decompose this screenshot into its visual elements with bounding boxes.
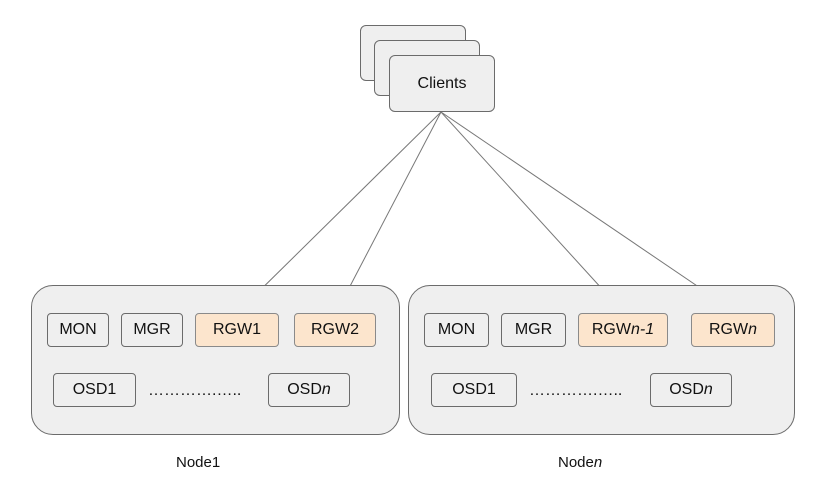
noden-label: Noden xyxy=(558,454,603,471)
noden-osdn-label: OSDn xyxy=(669,381,713,398)
node1-rgw1-label: RGW1 xyxy=(213,321,261,338)
noden-osd1-label: OSD1 xyxy=(452,381,496,398)
clients-box: Clients xyxy=(389,55,495,112)
noden-mon-label: MON xyxy=(437,321,476,338)
connector-clients-rgw-n xyxy=(440,111,738,314)
node1-osd1-label: OSD1 xyxy=(72,381,117,398)
noden-osdn: OSDn xyxy=(650,373,732,407)
noden-mgr-label: MGR xyxy=(514,321,553,338)
noden-container xyxy=(408,285,795,435)
noden-osd1: OSD1 xyxy=(431,373,517,407)
clients-label: Clients xyxy=(417,74,467,92)
noden-rgw-n-1-label: RGWn-1 xyxy=(591,321,655,338)
node1-osd1: OSD1 xyxy=(53,373,136,407)
node1-label: Node1 xyxy=(176,454,221,471)
node1-mgr: MGR xyxy=(121,313,183,347)
node1-osdn-label: OSDn xyxy=(287,381,331,398)
node1-mgr-label: MGR xyxy=(133,321,171,338)
node1-container xyxy=(31,285,400,435)
noden-rgw-n-label: RGWn xyxy=(708,321,757,338)
noden-rgw-n-1: RGWn-1 xyxy=(578,313,668,347)
node1-mon: MON xyxy=(47,313,109,347)
noden-mgr: MGR xyxy=(501,313,566,347)
noden-osd-ellipsis: ………….….. xyxy=(529,382,623,399)
node1-mon-label: MON xyxy=(59,321,97,338)
node1-osd-ellipsis: ………….….. xyxy=(148,382,242,399)
noden-rgw-n: RGWn xyxy=(691,313,775,347)
node1-rgw2-label: RGW2 xyxy=(311,321,359,338)
node1-rgw1: RGW1 xyxy=(195,313,279,347)
noden-mon: MON xyxy=(424,313,489,347)
connector-clients-rgw2 xyxy=(335,111,442,314)
node1-rgw2: RGW2 xyxy=(294,313,376,347)
connector-clients-rgw-n-1 xyxy=(440,111,625,314)
node1-osdn: OSDn xyxy=(268,373,350,407)
connector-clients-rgw1 xyxy=(236,111,442,314)
